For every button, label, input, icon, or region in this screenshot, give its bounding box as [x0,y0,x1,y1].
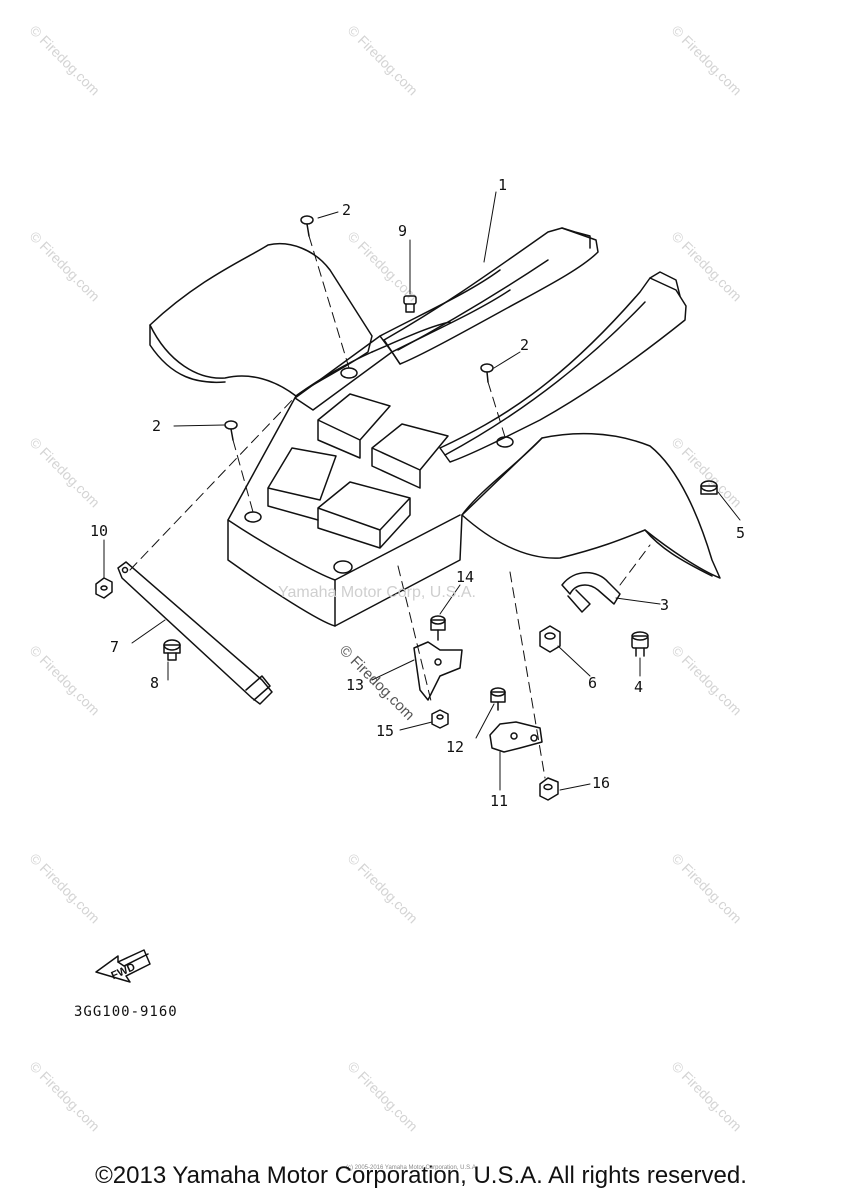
right-fender-wing [461,432,721,579]
stay-7 [117,561,273,705]
left-fender-wing [149,243,373,397]
fwd-arrow-icon [95,949,151,983]
center-watermark: Yamaha Motor Corp, U.S.A. [278,584,476,601]
bolt-2-right [480,363,494,383]
storage-box-right [371,423,449,489]
seat-rail [383,227,599,365]
callout-3: 3 [660,596,669,614]
callout-15: 15 [376,722,394,740]
callout-8: 8 [150,674,159,692]
storage-box-front [317,481,411,549]
nut-16 [539,777,559,801]
right-rail [439,277,687,463]
bolt-8 [163,639,181,661]
callout-4: 4 [634,678,643,696]
nut-6 [539,625,561,653]
bolt-12 [490,687,506,711]
bolt-2-left [224,420,238,441]
bolt-14 [430,615,446,641]
callout-2: 2 [152,417,161,435]
bolt-4 [631,631,649,657]
callout-2: 2 [520,336,529,354]
bolt-5 [700,480,718,495]
bolt-9 [403,295,417,313]
storage-box-left [267,447,337,521]
callout-9: 9 [398,222,407,240]
copyright-footer: ©2013 Yamaha Motor Corporation, U.S.A. A… [95,1162,747,1189]
callout-10: 10 [90,522,108,540]
nut-15 [431,709,449,729]
bracket-11 [489,721,543,753]
callout-11: 11 [490,792,508,810]
nut-10 [95,577,113,599]
tiny-copyright-note: (c) 2005-2016 Yamaha Motor Corporation, … [346,1165,478,1171]
callout-12: 12 [446,738,464,756]
callout-2: 2 [342,201,351,219]
bracket-13 [413,641,463,701]
bracket-3 [561,571,621,613]
callout-16: 16 [592,774,610,792]
callout-5: 5 [736,524,745,542]
bolt-2-top [300,215,314,237]
part-code: 3GG100-9160 [74,1004,178,1020]
callout-14: 14 [456,568,474,586]
callout-6: 6 [588,674,597,692]
callout-13: 13 [346,676,364,694]
callout-1: 1 [498,176,507,194]
storage-box-top [317,393,391,459]
callout-7: 7 [110,638,119,656]
